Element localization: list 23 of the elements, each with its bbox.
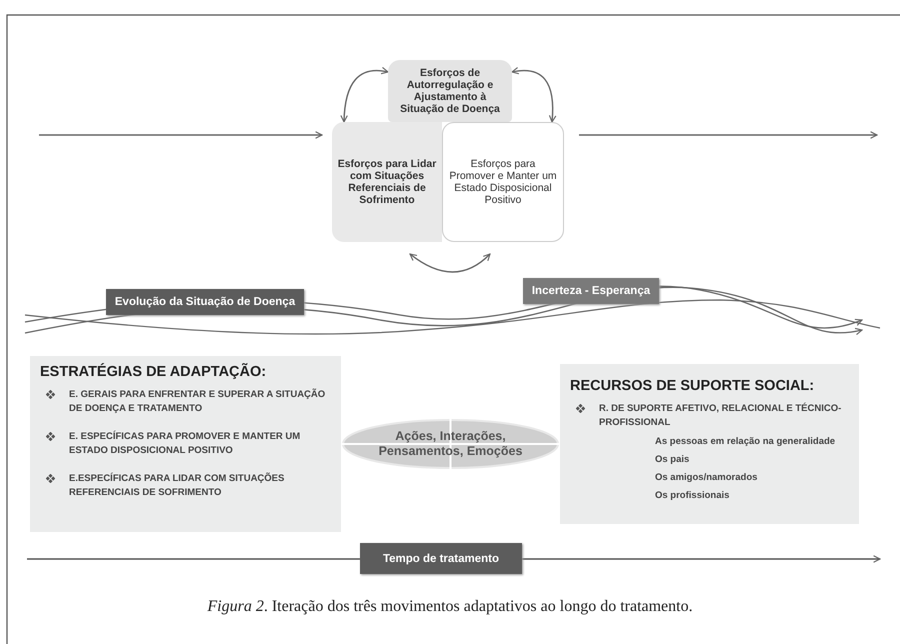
list-item: Os amigos/namorados	[655, 472, 758, 483]
rounded-box: Esforços para Lidar com Situações Referenciais de Sofrimento	[332, 122, 442, 242]
panel-heading: RECURSOS DE SUPORTE SOCIAL:	[570, 378, 816, 394]
list-item: As pessoas em relação na generalidade	[655, 436, 836, 447]
curved-arrow	[340, 67, 389, 123]
label-banner: Incerteza - Esperança	[523, 278, 659, 304]
rounded-box: Esforços para Promover e Manter um Estado Disposicional Positivo	[442, 122, 564, 242]
center-ellipse: Ações, Interações, Pensamentos, Emoções	[342, 419, 559, 469]
curved-arrow	[511, 67, 556, 123]
list-item: Os pais	[655, 454, 690, 465]
bullet-text: R. DE SUPORTE AFETIVO, RELACIONAL E TÉCNICO-PROFISSIONAL	[599, 402, 842, 430]
bullet-text: E.ESPECÍFICAS PARA LIDAR COM SITUAÇÕES REFERENCIAIS DE SOFRIMENTO	[69, 472, 286, 500]
arrow	[39, 131, 323, 139]
arrow	[579, 131, 878, 139]
figure-caption: Figura 2. Iteração dos três movimentos adaptativos ao longo do tratamento.	[206, 598, 694, 616]
list-item: Os profissionais	[655, 490, 730, 501]
bullet-text: E. GERAIS PARA ENFRENTAR E SUPERAR A SITUAÇÃO DE DOENÇA E TRATAMENTO	[69, 388, 326, 416]
panel-heading: ESTRATÉGIAS DE ADAPTAÇÃO:	[40, 364, 268, 380]
label-banner: Tempo de tratamento	[360, 543, 522, 574]
curved-arrow	[409, 253, 491, 273]
bullet-text: E. ESPECÍFICAS PARA PROMOVER E MANTER UM ESTADO DISPOSICIONAL POSITIVO	[69, 430, 302, 458]
label-banner: Evolução da Situação de Doença	[106, 289, 304, 315]
rounded-box: Esforços de Autorregulação e Ajustamento à Situação de Doença	[388, 60, 512, 122]
